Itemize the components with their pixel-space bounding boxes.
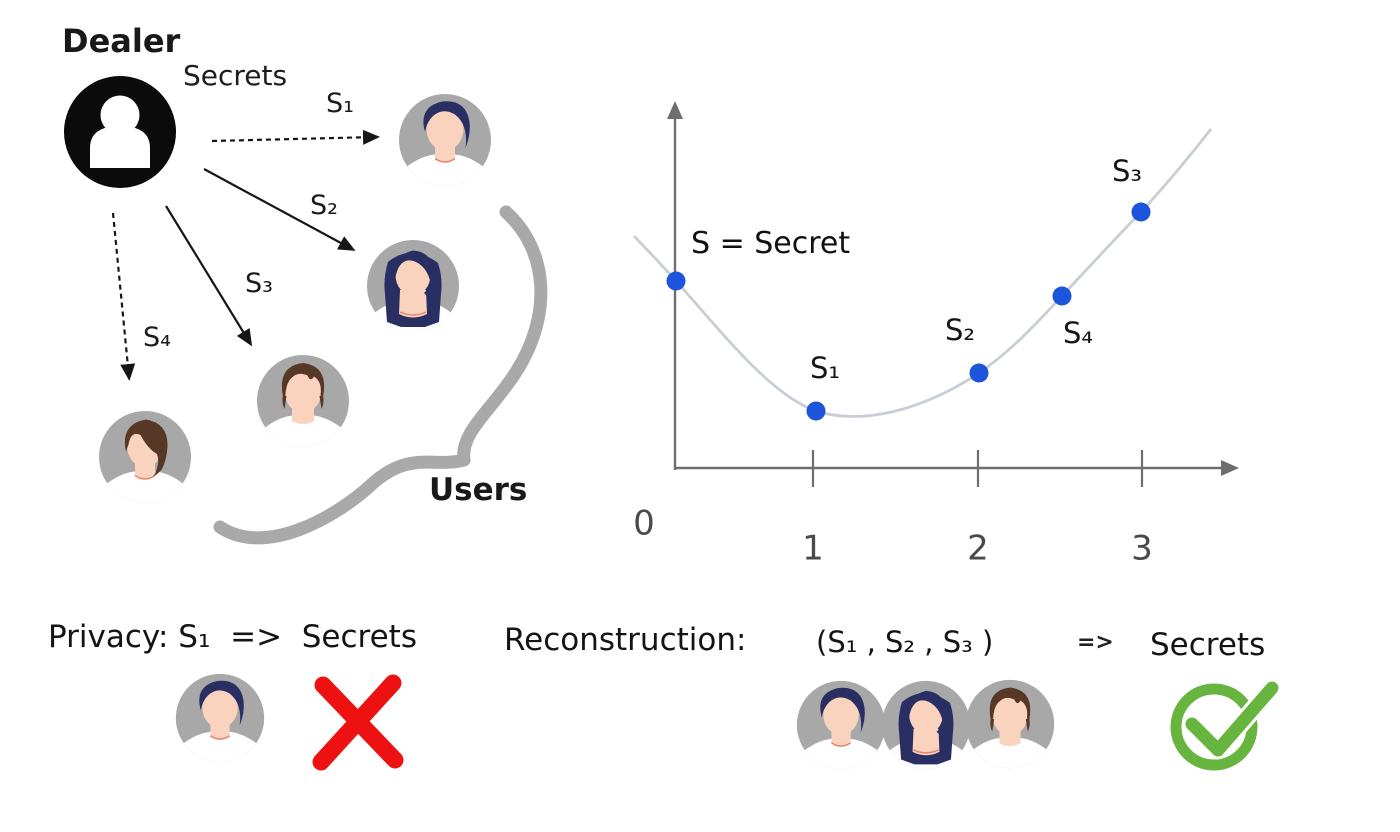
- users-label: Users: [429, 472, 528, 508]
- reconstruction-avatar-1: [797, 681, 885, 769]
- x-tick-label-0: 0: [633, 503, 655, 544]
- privacy-avatar: [176, 674, 264, 762]
- share-arrow-s3: [165, 205, 253, 347]
- privacy-statement: Privacy: S₁ => Secrets: [48, 619, 417, 655]
- graph-annotation: S = Secret: [691, 226, 851, 261]
- x-tick-label-3: 3: [1131, 528, 1153, 569]
- graph-point: [969, 363, 989, 383]
- x-icon: [312, 674, 404, 771]
- check-icon: [1170, 678, 1282, 771]
- user-avatar-4: [99, 411, 191, 503]
- share-arrow-s4: [111, 212, 136, 381]
- reconstruction-avatar-3: [966, 680, 1054, 768]
- dealer-avatar-icon: [64, 76, 176, 188]
- user-avatar-1: [399, 94, 491, 186]
- user-avatar-3: [257, 355, 349, 447]
- reconstruction-avatar-2: [882, 681, 970, 769]
- graph-point-label: S₁: [809, 351, 841, 386]
- user-avatar-2: [367, 240, 459, 332]
- graph-point: [666, 271, 686, 291]
- graph-point: [1131, 202, 1151, 222]
- x-tick-label-1: 1: [802, 528, 824, 569]
- secrets-label: Secrets: [183, 59, 288, 92]
- graph-point-label: S₂: [944, 313, 976, 348]
- graph-axes: [667, 101, 1239, 487]
- share-arrow-s2: [203, 168, 356, 251]
- graph-point-label: S₄: [1062, 316, 1094, 351]
- reconstruction-label: Reconstruction:: [504, 622, 747, 658]
- reconstruction-result: Secrets: [1150, 627, 1266, 663]
- share-arrows: [111, 129, 380, 381]
- share-label-s4: S₄: [143, 322, 171, 354]
- graph-point: [1052, 286, 1072, 306]
- reconstruction-tuple: (S₁ , S₂ , S₃ ): [816, 625, 994, 659]
- users-brace: [213, 205, 548, 545]
- graph-point-label: S₃: [1111, 154, 1143, 189]
- graph-point: [806, 401, 826, 421]
- reconstruction-arrow: =>: [1077, 630, 1114, 655]
- share-label-s2: S₂: [310, 190, 338, 222]
- share-label-s3: S₃: [245, 268, 273, 300]
- x-tick-label-2: 2: [967, 528, 989, 569]
- graph-points: [666, 202, 1151, 421]
- share-arrow-s1: [211, 129, 380, 145]
- share-label-s1: S₁: [326, 88, 354, 120]
- dealer-label: Dealer: [62, 22, 181, 60]
